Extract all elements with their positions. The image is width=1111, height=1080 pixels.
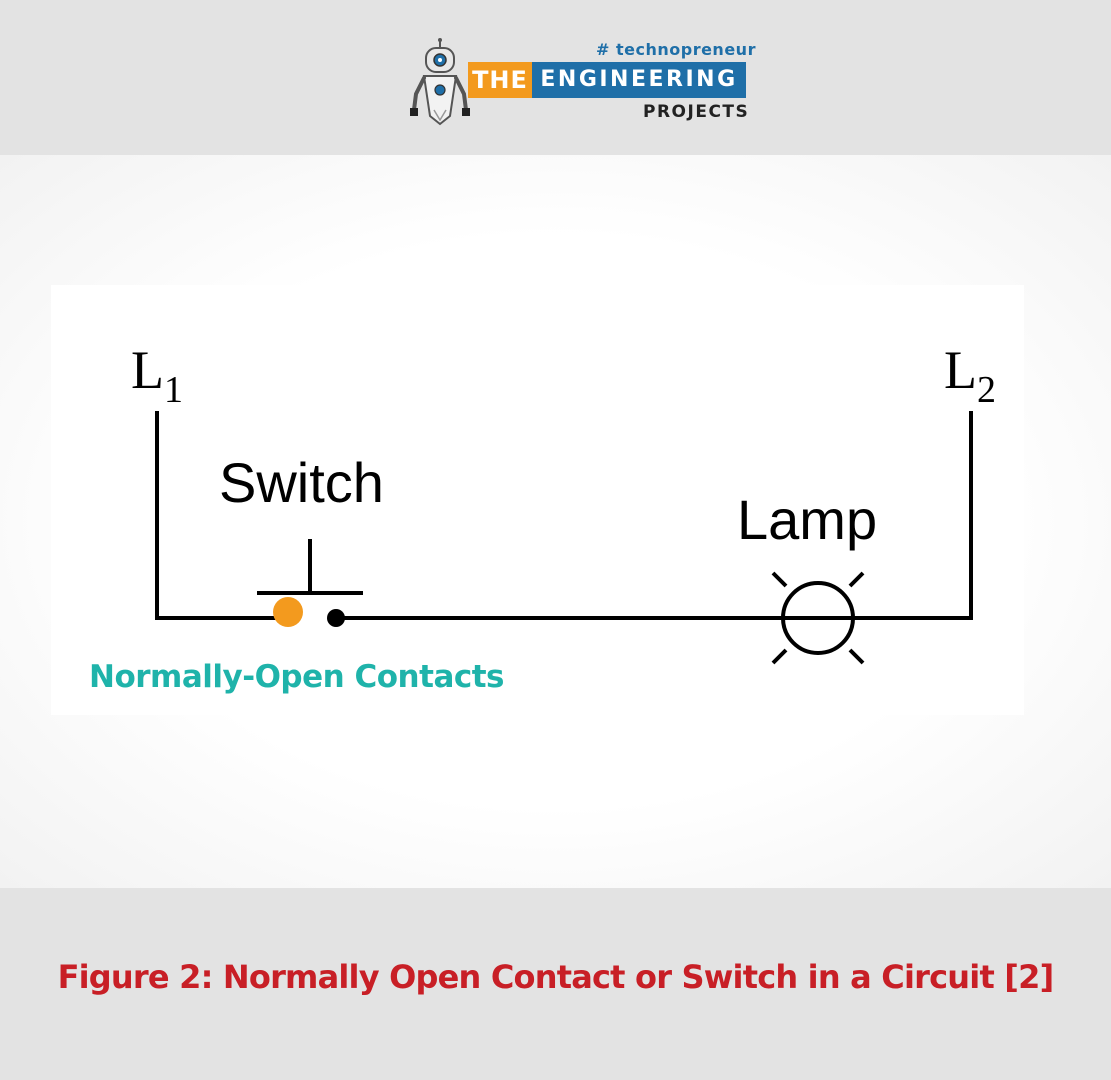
circuit-diagram: L1 L2 Switch Lamp Normal xyxy=(51,285,1024,715)
figure-caption: Figure 2: Normally Open Contact or Switc… xyxy=(57,958,1055,996)
logo-the: THE xyxy=(468,62,532,98)
lamp-icon xyxy=(771,571,865,665)
normally-open-contacts-label: Normally-Open Contacts xyxy=(89,659,505,695)
switch-contact-left-icon xyxy=(273,597,303,627)
logo-engineering: ENGINEERING xyxy=(532,62,746,98)
lamp-label: Lamp xyxy=(737,488,877,551)
site-logo[interactable]: # technopreneur THE ENGINEERING PROJECTS xyxy=(410,38,755,130)
page-header: # technopreneur THE ENGINEERING PROJECTS xyxy=(0,0,1111,155)
terminal-l2-label: L2 xyxy=(944,340,996,411)
logo-hashtag: # technopreneur xyxy=(596,40,756,59)
robot-mascot-icon xyxy=(410,38,470,126)
logo-projects: PROJECTS xyxy=(643,102,750,122)
terminal-l1-label: L1 xyxy=(131,340,183,411)
switch-label: Switch xyxy=(219,451,384,514)
circuit-schematic: L1 L2 Switch Lamp xyxy=(131,340,996,665)
